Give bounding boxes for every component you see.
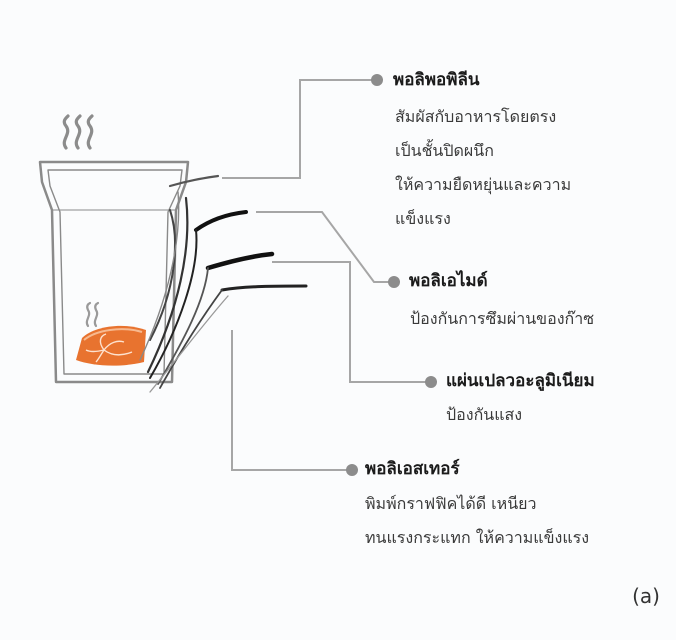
desc-line: พิมพ์กราฟฟิคได้ดี เหนียว xyxy=(365,494,537,513)
bullet-dot xyxy=(371,74,383,86)
desc-line: ทนแรงกระแทก ให้ความแข็งแรง xyxy=(365,528,590,547)
leader-line-polypropylene xyxy=(222,79,378,179)
layer-title-aluminium-foil: แผ่นเปลวอะลูมิเนียม xyxy=(446,371,595,391)
desc-line: เป็นชั้นปิดผนึก xyxy=(395,141,494,160)
desc-line: ให้ความยืดหยุ่นและความ xyxy=(395,175,572,194)
steam-icon xyxy=(85,301,100,328)
layer-strands xyxy=(139,174,308,393)
layer-title-polyamide: พอลิเอไมด์ xyxy=(409,271,488,291)
layer-title-polyester: พอลิเอสเทอร์ xyxy=(365,459,460,479)
salmon-icon xyxy=(76,325,146,366)
desc-line: สัมผัสกับอาหารโดยตรง xyxy=(395,107,557,126)
bullet-dot xyxy=(346,464,358,476)
layer-desc-aluminium-foil: ป้องกันแสง xyxy=(446,398,522,432)
bullet-dot xyxy=(425,376,437,388)
layer-desc-polyester: พิมพ์กราฟฟิคได้ดี เหนียว ทนแรงกระแทก ให้… xyxy=(365,487,589,555)
desc-line: ป้องกันการซึมผ่านของก๊าซ xyxy=(410,309,595,328)
leader-line-aluminium xyxy=(272,261,428,383)
figure-caption: (a) xyxy=(632,584,660,608)
layer-desc-polyamide: ป้องกันการซึมผ่านของก๊าซ xyxy=(410,302,594,336)
desc-line: ป้องกันแสง xyxy=(446,405,523,424)
leader-lines xyxy=(222,79,428,471)
leader-line-polyester xyxy=(231,330,352,471)
desc-line: แข็งแรง xyxy=(395,209,451,228)
layer-desc-polypropylene: สัมผัสกับอาหารโดยตรง เป็นชั้นปิดผนึก ให้… xyxy=(395,100,571,236)
layer-title-polypropylene: พอลิพอพิลีน xyxy=(393,70,480,90)
leader-line-polyamide xyxy=(256,211,394,283)
bullet-dot xyxy=(388,276,400,288)
steam-icon xyxy=(62,114,94,150)
